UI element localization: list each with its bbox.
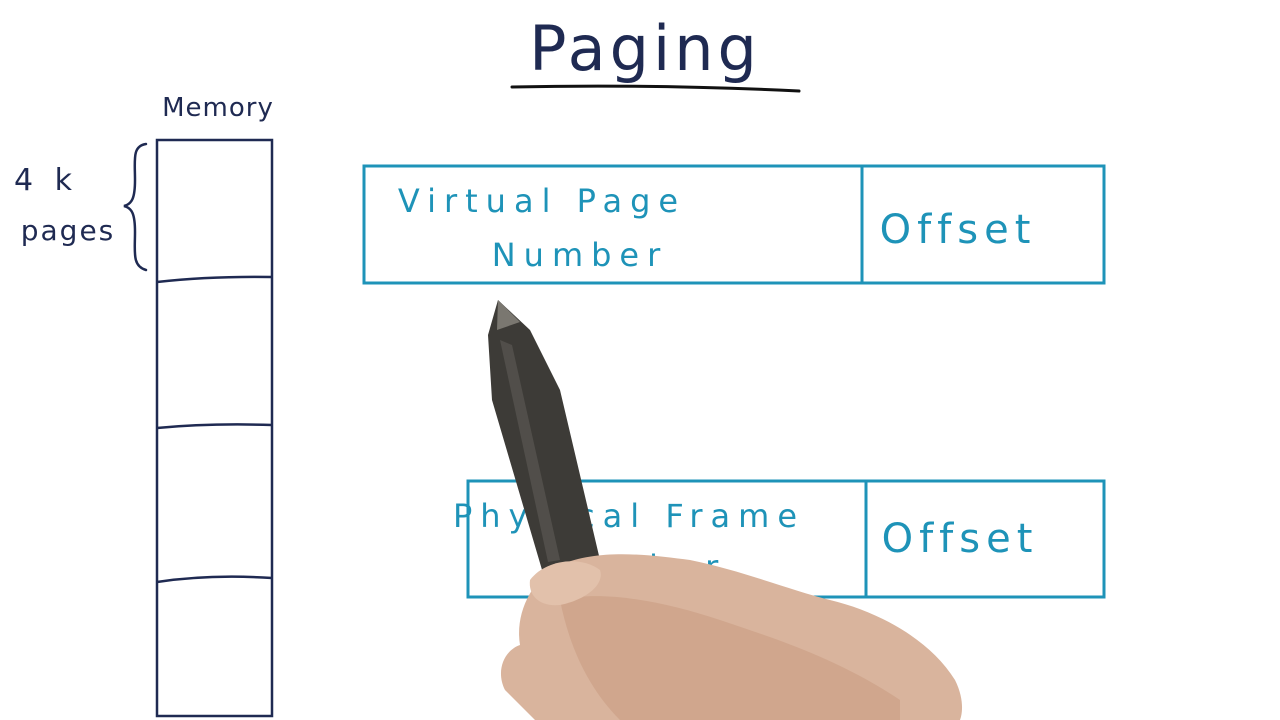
- marker-highlight: [500, 340, 560, 562]
- marker-tip: [497, 300, 520, 330]
- virtual-page-number-label-line1: Virtual Page: [398, 182, 686, 220]
- page-size-label-line1: 4 k: [14, 163, 78, 198]
- title-underline: [510, 84, 801, 93]
- physical-frame-number-label-line1: Physical Frame: [453, 497, 805, 535]
- memory-page-divider: [156, 423, 273, 430]
- page-size-label-line2: pages: [21, 214, 116, 247]
- page-size-brace: [123, 142, 148, 272]
- memory-page-divider: [156, 575, 273, 584]
- memory-outline: [155, 138, 274, 718]
- physical-offset-label: Offset: [882, 516, 1039, 562]
- virtual-page-number-label-line2: Number: [492, 236, 669, 274]
- virtual-offset-label: Offset: [880, 207, 1037, 253]
- memory-page-divider: [156, 275, 273, 284]
- memory-label: Memory: [162, 93, 274, 123]
- virtual-address-box: Virtual Page Number Offset: [362, 164, 1106, 285]
- hand-shadow: [560, 596, 900, 720]
- virtual-address-outline: [362, 164, 1106, 285]
- hand-with-marker-image: [488, 300, 963, 720]
- thumb: [529, 561, 601, 606]
- page-title: Paging: [529, 12, 761, 85]
- memory-column: [155, 138, 274, 718]
